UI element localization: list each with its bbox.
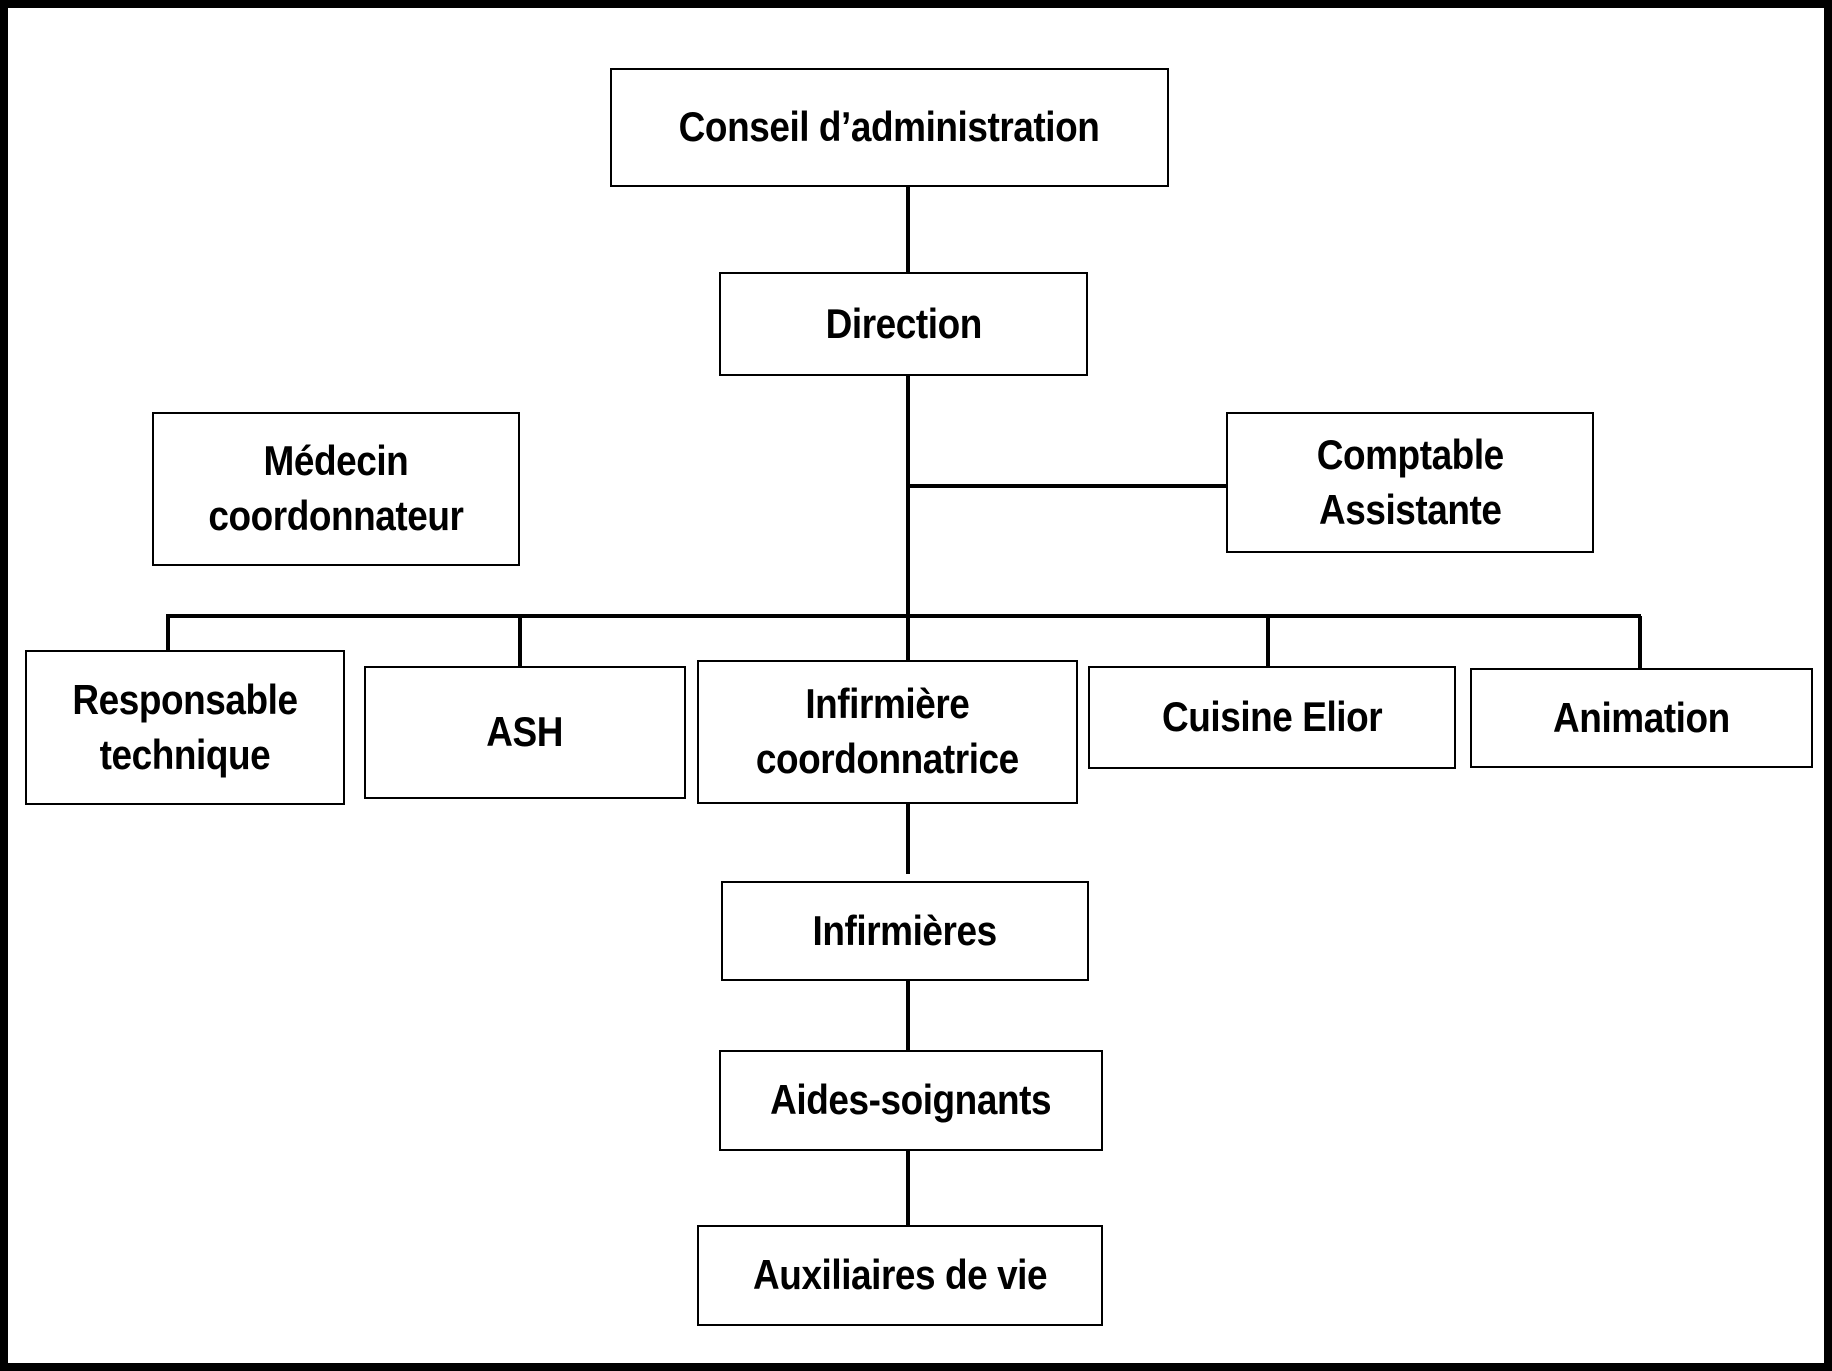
- node-responsable-technique: Responsable technique: [25, 650, 345, 805]
- node-label: Animation: [1553, 693, 1730, 741]
- node-cuisine-elior: Cuisine Elior: [1088, 666, 1456, 769]
- node-label: Comptable Assistante: [1316, 430, 1504, 533]
- node-comptable-assistante: Comptable Assistante: [1226, 412, 1594, 553]
- node-label: Infirmière coordonnatrice: [756, 680, 1019, 782]
- node-direction: Direction: [719, 272, 1088, 376]
- node-auxiliaires-de-vie: Auxiliaires de vie: [697, 1225, 1103, 1326]
- node-animation: Animation: [1470, 668, 1813, 768]
- node-label: Médecin coordonnateur: [208, 437, 464, 539]
- node-infirmieres: Infirmières: [721, 881, 1089, 981]
- node-infirmiere-coordonnatrice: Infirmière coordonnatrice: [697, 660, 1078, 804]
- node-medecin-coordonnateur: Médecin coordonnateur: [152, 412, 520, 566]
- node-label: Aides-soignants: [770, 1076, 1052, 1124]
- node-label: Cuisine Elior: [1161, 693, 1383, 741]
- node-label: Infirmières: [812, 906, 998, 954]
- node-label: Conseil d’administration: [679, 103, 1100, 151]
- node-label: Auxiliaires de vie: [752, 1251, 1048, 1299]
- node-label: ASH: [486, 708, 564, 756]
- node-ash: ASH: [364, 666, 686, 799]
- node-label: Direction: [825, 299, 982, 347]
- node-aides-soignants: Aides-soignants: [719, 1050, 1103, 1151]
- node-label: Responsable technique: [72, 675, 298, 778]
- node-conseil-administration: Conseil d’administration: [610, 68, 1169, 187]
